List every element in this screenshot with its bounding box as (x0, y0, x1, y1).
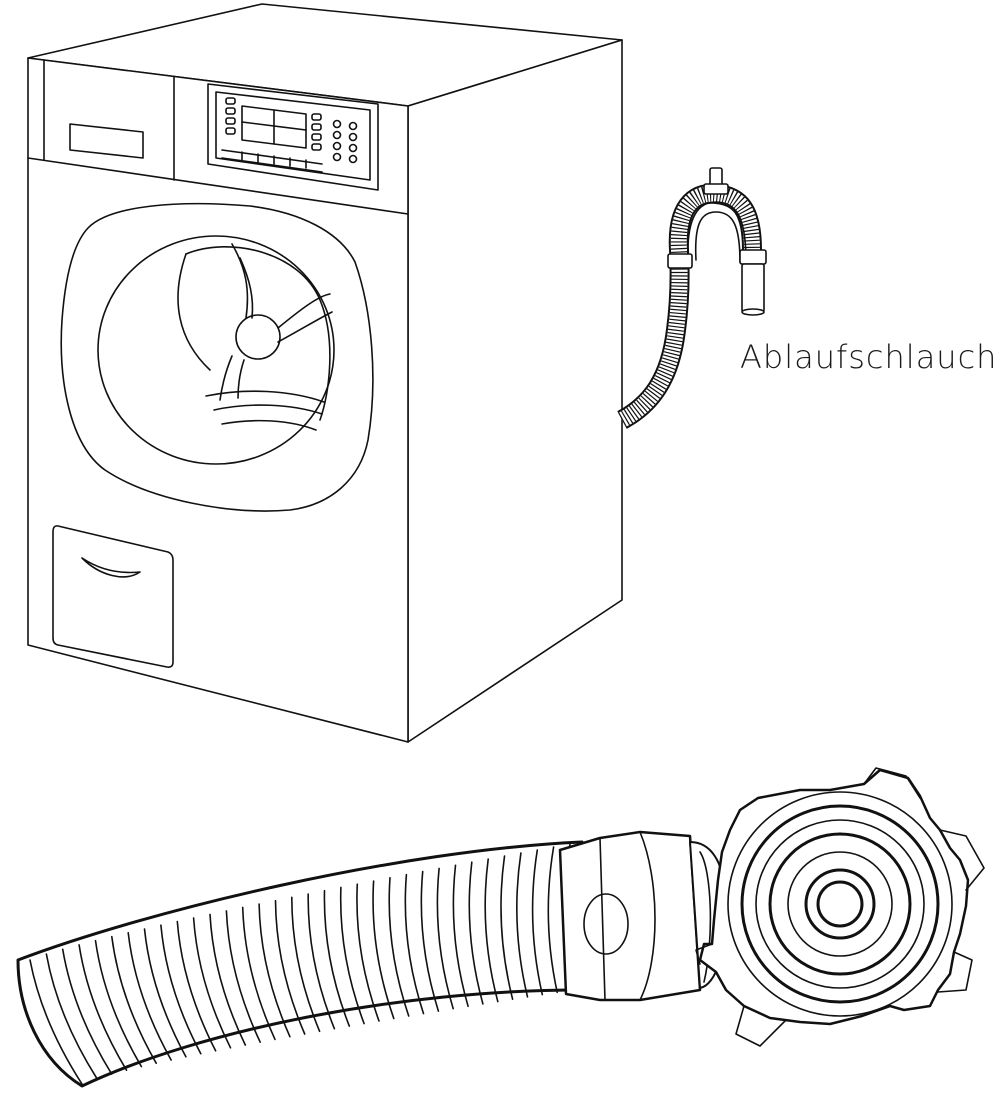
hose-rib (468, 861, 484, 1005)
hose-rib (372, 880, 395, 1020)
hose-nut (695, 767, 985, 1047)
washing-machine (27, 3, 623, 743)
hose-rib (29, 959, 83, 1085)
hose-rib (258, 903, 291, 1038)
hose-rib (225, 910, 261, 1043)
hose-rib (111, 935, 157, 1064)
hose-rib (127, 932, 172, 1061)
drain-hose-connector (16, 767, 985, 1088)
hose-rib (176, 920, 217, 1052)
hose-rib (307, 893, 336, 1030)
hose-rib (143, 928, 187, 1058)
hose-rib (94, 939, 143, 1068)
hose-rib (274, 899, 306, 1035)
hose-rib (192, 917, 232, 1049)
hose-rib (531, 849, 544, 996)
drain-hose-label: Ablaufschlauch (740, 338, 998, 376)
hose-rib (547, 846, 558, 994)
hose-rib (436, 867, 454, 1010)
hose-rib (339, 886, 365, 1025)
detergent-drawer (69, 123, 144, 159)
hose-rib (388, 877, 410, 1017)
machine-side (407, 39, 623, 743)
hose-rib (78, 944, 128, 1071)
hose-rib (209, 913, 247, 1046)
hose-rib (241, 906, 276, 1041)
hose-rib (452, 864, 469, 1008)
hose-rib (290, 896, 321, 1033)
control-panel (27, 76, 409, 215)
drum-hub (235, 314, 281, 360)
hose-rib (420, 870, 440, 1012)
hose-rib (61, 948, 113, 1075)
door-glass (97, 235, 335, 465)
hose-rib (500, 855, 514, 1000)
hose-corrugation (29, 843, 573, 1085)
machine-door (60, 202, 374, 512)
nut-inner-ring (804, 868, 876, 940)
hose-rib (45, 953, 98, 1080)
hose-rib (404, 873, 425, 1015)
nut-outer-ring (740, 804, 940, 1004)
display-panel (207, 83, 379, 191)
filter-flap (52, 525, 174, 668)
sleeve-window (583, 893, 629, 955)
drain-hose (617, 167, 767, 429)
hose-rib (484, 858, 499, 1003)
hose-rib (323, 889, 351, 1027)
hose-rib (356, 883, 380, 1022)
hose-rib (516, 852, 529, 998)
hose-rib (160, 924, 202, 1055)
